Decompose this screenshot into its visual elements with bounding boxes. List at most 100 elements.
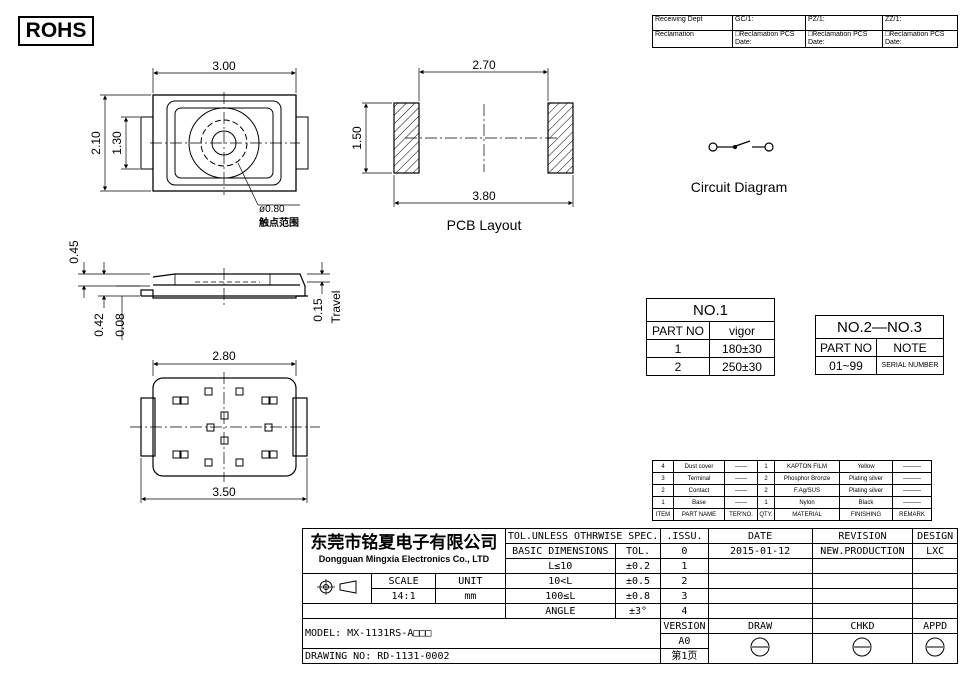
rev-mark-1: 1 xyxy=(660,558,709,574)
dim-top-width: 3.00 xyxy=(212,59,236,73)
date-header: DATE xyxy=(707,528,813,544)
company-cell: 东莞市铭夏电子有限公司 Dongguan Mingxia Electronics… xyxy=(302,528,506,574)
bom-cell: ——— xyxy=(892,484,932,497)
rec-pcs: □Reclamation PCS xyxy=(808,31,868,39)
version-header: VERSION xyxy=(660,618,709,634)
title-block: 东莞市铭夏电子有限公司 Dongguan Mingxia Electronics… xyxy=(301,528,958,664)
rec-pcs: □Reclamation PCS xyxy=(735,31,795,39)
version-value: A0 xyxy=(660,633,709,649)
circuit-symbol xyxy=(708,140,774,152)
triangle-icon: 4 xyxy=(681,605,688,617)
tol-range-2: 10<L xyxy=(504,573,616,589)
bom-cell: ——— xyxy=(892,460,932,473)
company-name-en: Dongguan Mingxia Electronics Co., LTD xyxy=(318,554,490,564)
dim-side-008: 0.08 xyxy=(113,313,127,337)
bom-cell: ——— xyxy=(892,472,932,485)
no2-r1c2: SERIAL NUMBER xyxy=(876,356,944,375)
model-cell: MODEL: MX-1131RS-A□□□ xyxy=(301,618,662,649)
rev-mark-3: 3 xyxy=(660,588,709,604)
dim-pcb-total: 3.80 xyxy=(472,189,496,203)
bom-cell: ——— xyxy=(892,496,932,509)
unit-value: mm xyxy=(434,588,506,604)
bom-cell: 2 xyxy=(652,484,674,497)
draw-stamp xyxy=(707,633,813,664)
bom-cell: Yellow xyxy=(839,460,893,473)
unit-header: UNIT xyxy=(434,573,506,589)
bom-cell: KAPTON FILM xyxy=(774,460,840,473)
bom-cell: TER'NO. xyxy=(724,508,758,521)
rec-date: Date: xyxy=(735,39,752,46)
bom-cell: 1 xyxy=(652,496,674,509)
stamp-icon xyxy=(750,637,770,656)
bom-cell: 3 xyxy=(652,472,674,485)
dim-pcb-width: 2.70 xyxy=(472,58,496,72)
company-name-cn: 东莞市铭夏电子有限公司 xyxy=(310,533,498,553)
tol-range-1: L≤10 xyxy=(504,558,616,574)
bom-cell: Terminal xyxy=(673,472,725,485)
projection-icon xyxy=(317,578,357,595)
rev-mark-2: 2 xyxy=(660,573,709,589)
bom-cell: ITEM xyxy=(652,508,674,521)
no1-title: NO.1 xyxy=(646,298,775,322)
appd-stamp xyxy=(912,633,958,664)
tol-value-1: ±0.2 xyxy=(614,558,662,574)
top-view xyxy=(100,68,309,206)
tol-value-4: ±3° xyxy=(614,603,662,619)
right-terminal xyxy=(295,116,309,170)
rec-date: Date: xyxy=(808,39,825,46)
bom-cell: PART NAME xyxy=(673,508,725,521)
issu-header: .ISSU. xyxy=(660,528,709,544)
circuit-diagram-label: Circuit Diagram xyxy=(691,179,787,195)
dim-bottom-total: 3.50 xyxy=(212,485,236,499)
draw-header: DRAW xyxy=(707,618,813,634)
stamp-icon xyxy=(852,637,872,656)
bom-cell: —— xyxy=(724,460,758,473)
bom-cell: Plating silver xyxy=(839,472,893,485)
pcb-layout-label: PCB Layout xyxy=(447,217,522,233)
no2-r1c1: 01~99 xyxy=(815,356,877,375)
chkd-stamp xyxy=(811,633,914,664)
no2-h2: NOTE xyxy=(876,338,944,357)
dim-side-042: 0.42 xyxy=(92,313,106,337)
bom-cell: REMARK xyxy=(892,508,932,521)
receiving-table: Receiving Dept GC/1: PZ/1: ZZ/1: Reclama… xyxy=(652,15,958,48)
basic-dims: BASIC DIMENSIONS xyxy=(504,543,616,559)
design-value: LXC xyxy=(912,543,958,559)
dim-top-inner-height: 1.30 xyxy=(110,131,124,155)
triangle-icon: 3 xyxy=(681,590,688,602)
rec-date: Date: xyxy=(885,39,902,46)
drawing-no-cell: DRAWING NO: RD-1131-0002 xyxy=(301,648,662,664)
bom-cell: Plating silver xyxy=(839,484,893,497)
bom-cell: 1 xyxy=(757,460,775,473)
dim-top-height: 2.10 xyxy=(89,131,103,155)
bom-cell: Phosphor Bronze xyxy=(774,472,840,485)
pcb-layout xyxy=(362,68,574,207)
triangle-icon: 1 xyxy=(681,560,688,572)
bom-cell: Contact xyxy=(673,484,725,497)
no1-h1: PART NO xyxy=(646,321,710,340)
stamp-icon xyxy=(925,637,945,656)
no1-h2: vigor xyxy=(709,321,775,340)
no1-r2c1: 2 xyxy=(646,357,710,376)
no1-r2c2: 250±30 xyxy=(709,357,775,376)
bom-cell: Base xyxy=(673,496,725,509)
bom-cell: 4 xyxy=(652,460,674,473)
dim-side-045: 0.45 xyxy=(67,240,81,264)
bom-cell: 1 xyxy=(757,496,775,509)
bom-cell: 2 xyxy=(757,484,775,497)
travel-label: Travel xyxy=(329,291,343,324)
bom-cell: —— xyxy=(724,472,758,485)
no1-r1c1: 1 xyxy=(646,339,710,358)
reclamation-label: Reclamation xyxy=(652,30,733,48)
bom-cell: Dust cover xyxy=(673,460,725,473)
tol-header: TOL. xyxy=(614,543,662,559)
dim-travel: 0.15 xyxy=(311,298,325,322)
